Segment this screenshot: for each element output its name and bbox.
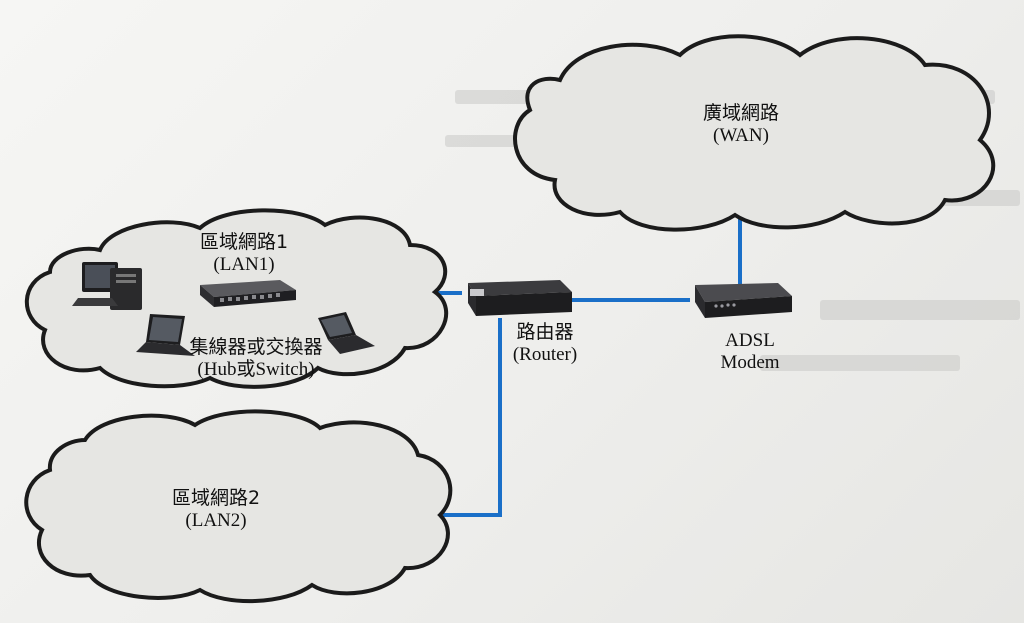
router-title: 路由器: [516, 321, 574, 343]
router-label: 路由器 (Router): [512, 321, 578, 366]
modem-label: ADSL Modem: [720, 330, 779, 374]
modem-subtitle: Modem: [720, 351, 780, 373]
lan2-label: 區域網路2 (LAN2): [171, 487, 261, 532]
router-subtitle: (Router): [512, 343, 578, 365]
lan1-title: 區域網路1: [199, 231, 289, 253]
modem-title: ADSL: [725, 330, 775, 351]
wan-subtitle: (WAN): [713, 124, 769, 146]
desktop-computer-icon: [72, 262, 142, 310]
laptop-icon-2: [318, 312, 375, 354]
cloud-icon-lan2: [24, 409, 453, 604]
router-icon: [468, 280, 572, 316]
hub-label: 集線器或交換器 (Hub或Switch): [189, 336, 323, 381]
laptop-icon: [136, 314, 195, 356]
link-router-lan2: [443, 318, 502, 517]
switch-icon: [200, 280, 296, 307]
wan-label: 廣域網路 (WAN): [702, 102, 780, 147]
hub-title: 集線器或交換器: [189, 336, 323, 358]
wan-title: 廣域網路: [702, 102, 780, 124]
hub-subtitle: (Hub或Switch): [197, 358, 315, 380]
lan1-label: 區域網路1 (LAN1): [199, 231, 289, 276]
cloud-icon-wan: [513, 34, 996, 232]
modem-icon: [695, 283, 792, 318]
lan2-title: 區域網路2: [171, 487, 261, 509]
lan2-subtitle: (LAN2): [185, 509, 247, 531]
lan1-subtitle: (LAN1): [213, 253, 275, 275]
